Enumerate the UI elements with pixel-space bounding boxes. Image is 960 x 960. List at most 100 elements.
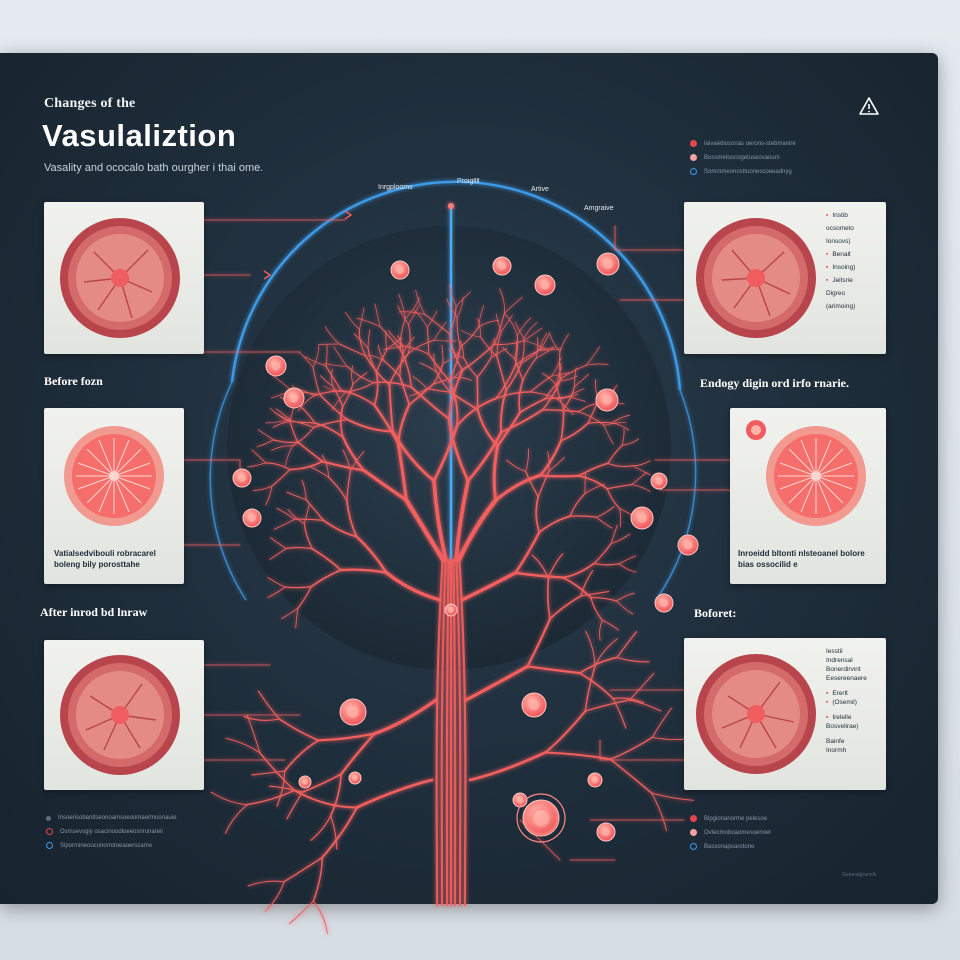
vessel-branch [629, 672, 655, 701]
vessel-branch [310, 569, 342, 588]
vessel-branch [601, 619, 620, 631]
vessel-branch [631, 471, 648, 486]
vessel-branch [257, 429, 274, 441]
vessel-branch [514, 335, 519, 367]
card-rows: Iesstil Indrensal Bonerdirvint Eesereena… [826, 648, 867, 754]
vessel-branch [367, 354, 385, 362]
vessel-branch [539, 439, 562, 477]
connector-line [614, 225, 685, 251]
vessel-branch [463, 357, 478, 378]
vessel-trunk [440, 558, 447, 907]
vessel-branch [342, 383, 354, 408]
vessel-branch [574, 373, 589, 387]
vessel-branch [544, 751, 612, 761]
vessel-branch [402, 336, 415, 353]
vessel-branch [333, 346, 348, 367]
vessel-branch [339, 405, 344, 438]
vessel-branch [455, 291, 471, 307]
vessel-node-core [602, 395, 612, 405]
vessel-branch [246, 789, 296, 806]
vessel-branch [312, 345, 320, 368]
vessel-branch [410, 386, 450, 420]
vessel-branch [578, 672, 614, 700]
vessel-branch [372, 381, 412, 388]
vessel-node-core [516, 796, 524, 804]
vessel-branch [538, 332, 548, 350]
vessel-branch [413, 309, 428, 328]
vessel-branch [651, 792, 694, 801]
vessel-branch [539, 348, 563, 351]
vessel-branch [408, 304, 420, 325]
vessel-branch [404, 498, 446, 563]
vessel-branch [545, 380, 561, 400]
vessel-branch [373, 698, 438, 736]
vessel-branch [399, 375, 411, 406]
vessel-branch [559, 375, 578, 382]
vessel-branch [268, 785, 303, 793]
vessel-branch [496, 313, 502, 333]
vessel-branch [585, 630, 596, 667]
vessel-branch [476, 356, 492, 378]
footnote: Generalgrannfs [842, 872, 877, 878]
vessel-branch [272, 439, 299, 443]
connector-line [599, 739, 685, 761]
vessel-branch [314, 422, 344, 438]
vessel-branch [388, 330, 404, 347]
vessel-branch [541, 372, 557, 386]
tissue-cross-section-icon [696, 218, 816, 338]
vessel-branch [520, 348, 540, 364]
vessel-branch [478, 320, 500, 328]
vessel-branch [593, 543, 612, 564]
vessel-branch [549, 595, 582, 620]
vessel-branch [578, 462, 609, 477]
vessel-branch [225, 804, 248, 834]
vessel-branch [397, 305, 409, 325]
vessel-branch [578, 411, 605, 426]
vessel-branch [547, 578, 551, 620]
vessel-branch [595, 506, 615, 518]
vessel-branch [616, 656, 650, 663]
vessel-branch [426, 327, 430, 355]
vessel-branch [615, 600, 634, 615]
target-ring [516, 793, 566, 843]
arrowhead [344, 210, 353, 220]
vessel-branch [453, 366, 468, 379]
vessel-branch [432, 424, 459, 483]
vessel-branch [313, 418, 348, 429]
vessel-branch [612, 697, 627, 729]
label-right-middle: Boforet: [694, 606, 737, 620]
vessel-branch [293, 789, 358, 809]
vessel-branch [270, 445, 293, 451]
vessel-branch [448, 333, 464, 371]
vessel-branch [454, 479, 470, 562]
legend-item: Sommmeonosttuonescoeeadnyg [690, 168, 796, 175]
vessel-branch [267, 576, 286, 588]
tissue-cross-section-icon [60, 655, 180, 775]
vessel-branch [397, 335, 404, 353]
vessel-branch [518, 379, 524, 414]
vessel-branch [251, 449, 267, 464]
vessel-branch [526, 617, 552, 668]
vessel-branch [449, 391, 479, 411]
vessel-branch [415, 290, 425, 315]
vessel-branch [311, 547, 342, 571]
vessel-branch [276, 770, 286, 807]
vessel-branch [321, 454, 329, 478]
title-kicker: Changes of the [44, 96, 136, 111]
legend-item: Osmsevsgiy osacinoodloeeosnrunanel [46, 828, 176, 835]
vessel-branch [539, 474, 580, 478]
vessel-branch [243, 716, 280, 722]
vessel-branch [257, 690, 280, 720]
vessel-branch [270, 537, 287, 549]
vessel-branch [379, 326, 401, 351]
vessel-branch [525, 448, 529, 472]
vessel-branch [247, 462, 267, 468]
vessel-branch [286, 491, 307, 501]
vessel-branch [346, 469, 352, 502]
vessel-branch [383, 360, 401, 378]
vessel-branch [505, 459, 527, 472]
vessel-branch [514, 531, 541, 574]
vessel-branch [563, 385, 576, 409]
vessel-branch [520, 337, 525, 364]
vessel-branch [461, 343, 496, 371]
